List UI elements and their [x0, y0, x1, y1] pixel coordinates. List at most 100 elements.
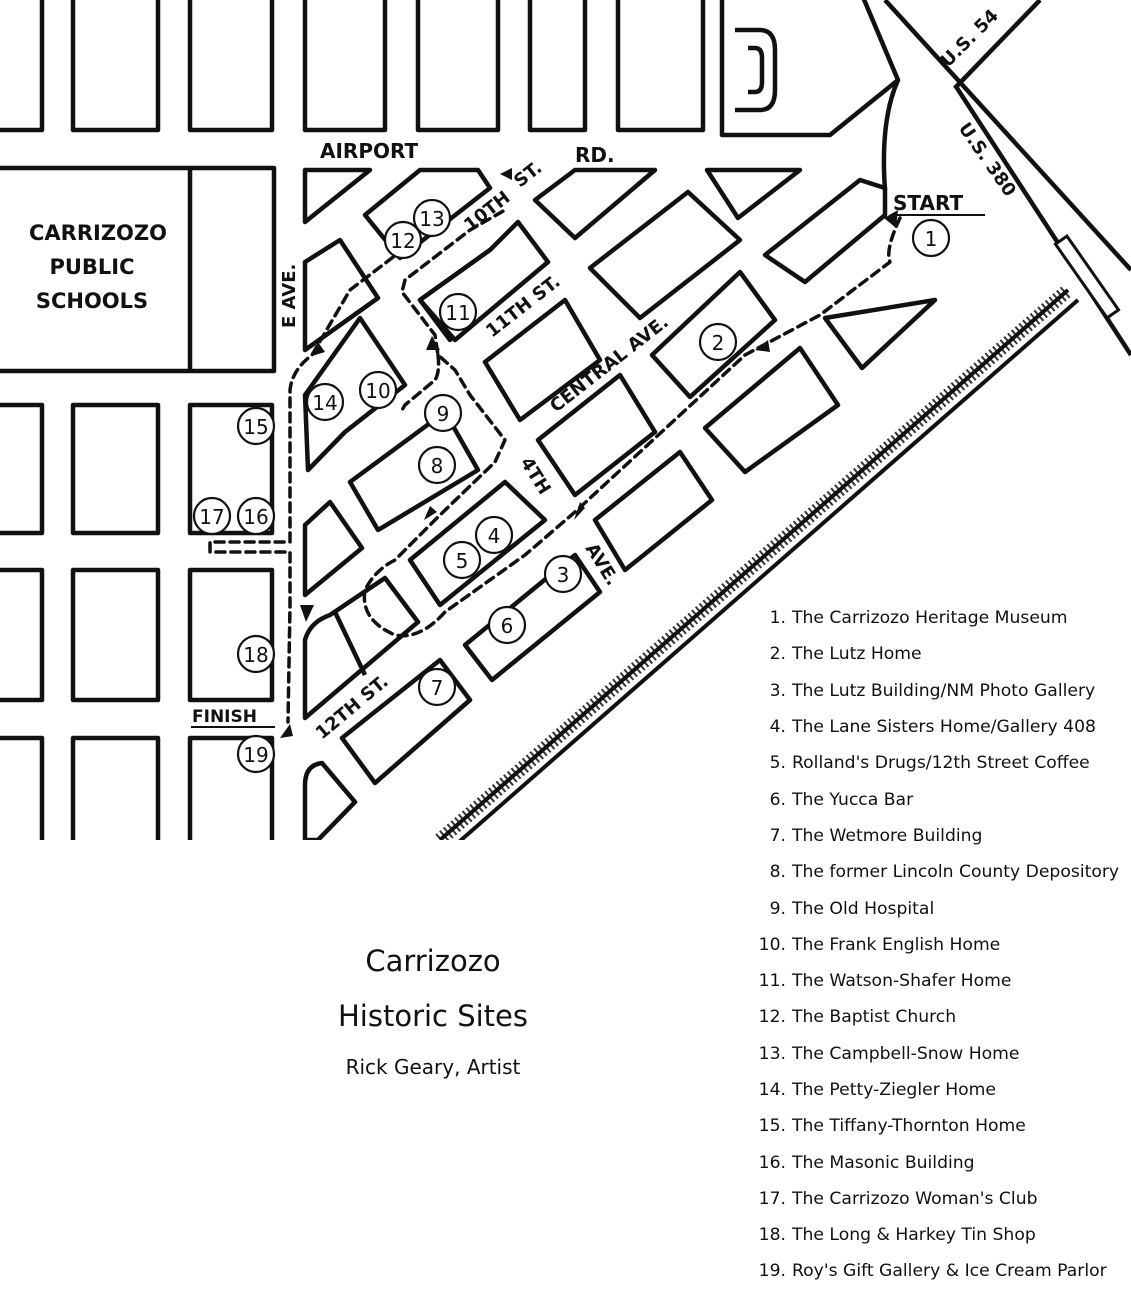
city-block: [0, 735, 45, 840]
legend-number: 4.: [769, 717, 786, 738]
site-marker-number: 3: [557, 563, 570, 587]
legend-item: 6.The Yucca Bar: [752, 781, 1127, 817]
legend-item: 2.The Lutz Home: [752, 636, 1127, 672]
legend-number: 19.: [758, 1261, 786, 1282]
city-block: [482, 297, 603, 423]
legend-item: 13.The Campbell-Snow Home: [752, 1036, 1127, 1072]
school-label: CARRIZOZO PUBLIC SCHOOLS: [29, 221, 167, 313]
highway-us54-edge: [883, 0, 1131, 272]
legend-site-name: The Wetmore Building: [792, 825, 983, 846]
legend-site-name: The Campbell-Snow Home: [792, 1043, 1020, 1064]
city-block: [0, 567, 45, 703]
legend-item: 1.The Carrizozo Heritage Museum: [752, 600, 1127, 636]
legend-site-name: The Watson-Shafer Home: [792, 971, 1012, 992]
highway-us54-edge: [953, 0, 1042, 90]
site-marker: 4: [474, 515, 514, 555]
site-marker-circle: [192, 496, 232, 536]
legend-number: 10.: [758, 934, 786, 955]
highways: [881, 0, 1131, 357]
map-title-line-1: Carrizozo: [365, 944, 501, 978]
legend-number: 2.: [769, 644, 786, 665]
legend-item: 9.The Old Hospital: [752, 890, 1127, 926]
legend-item: 11. The Watson-Shafer Home: [752, 963, 1127, 999]
site-marker-number: 16: [243, 505, 268, 529]
school-label-line: CARRIZOZO: [29, 221, 167, 245]
legend-site-name: The Carrizozo Woman's Club: [792, 1188, 1038, 1209]
legend-number: 7.: [769, 825, 786, 846]
legend-item: 15.The Tiffany-Thornton Home: [752, 1108, 1127, 1144]
site-marker-number: 9: [437, 402, 450, 426]
city-block: [527, 0, 588, 133]
legend-item: 12.The Baptist Church: [752, 999, 1127, 1035]
loop-drive: [735, 27, 778, 113]
legend-number: 5.: [769, 753, 786, 774]
route-branch: [400, 353, 441, 412]
site-marker-circle: [236, 634, 276, 674]
school-block: [0, 165, 277, 374]
legend-number: 15.: [758, 1116, 786, 1137]
legend-number: 18.: [758, 1225, 786, 1246]
legend-site-name: The Lutz Building/NM Photo Gallery: [792, 680, 1096, 701]
site-marker-number: 4: [488, 524, 501, 548]
site-marker-circle: [438, 292, 478, 332]
site-marker-number: 14: [312, 391, 337, 415]
legend-number: 16.: [758, 1152, 786, 1173]
highway-ramp: [881, 79, 901, 191]
site-marker-number: 11: [445, 301, 470, 325]
city-block: [302, 0, 388, 133]
legend-number: 8.: [769, 862, 786, 883]
city-block: [592, 449, 715, 573]
legend-item: 16.The Masonic Building: [752, 1144, 1127, 1180]
site-marker: 15: [236, 406, 276, 446]
city-block: [415, 0, 501, 133]
city-block: [302, 499, 365, 598]
highway-label-us54: U.S. 54: [937, 5, 1003, 71]
site-marker-circle: [487, 605, 527, 645]
route-arrow: [426, 336, 440, 350]
school-label-line: SCHOOLS: [36, 289, 148, 313]
legend-item: 4.The Lane Sisters Home/Gallery 408: [752, 709, 1127, 745]
site-marker-circle: [383, 220, 423, 260]
school-label-line: PUBLIC: [49, 255, 134, 279]
city-block: [70, 735, 161, 840]
legend-number: 6.: [769, 789, 786, 810]
site-marker: 17: [192, 496, 232, 536]
map-drawing: AIRPORT RD. 10TH ST. 11TH ST. CENTRAL AV…: [0, 0, 1131, 840]
site-marker-circle: [911, 218, 951, 258]
site-marker: 19: [236, 734, 276, 774]
site-marker: 13: [412, 198, 452, 238]
legend-site-name: Rolland's Drugs/12th Street Coffee: [792, 753, 1090, 774]
site-marker-circle: [423, 393, 463, 433]
route-arrow: [424, 506, 437, 520]
overpass: [1053, 234, 1121, 320]
legend-item: 3.The Lutz Building/NM Photo Gallery: [752, 673, 1127, 709]
route-arrow: [755, 340, 770, 352]
city-block: [0, 402, 45, 536]
street-label-4th: 4TH: [516, 454, 555, 499]
street-label-rd: RD.: [575, 143, 615, 167]
legend-number: 14.: [758, 1080, 786, 1100]
artist-credit: Rick Geary, Artist: [345, 1055, 521, 1079]
legend-site-name: Roy's Gift Gallery & Ice Cream Parlor: [792, 1261, 1107, 1282]
city-block: [535, 372, 658, 498]
site-marker-circle: [543, 554, 583, 594]
site-marker: 18: [236, 634, 276, 674]
site-marker-number: 19: [243, 743, 268, 767]
city-block: [822, 297, 938, 371]
site-marker-number: 7: [431, 676, 444, 700]
site-marker-circle: [236, 734, 276, 774]
site-marker-circle: [474, 515, 514, 555]
legend-item: 14.The Petty-Ziegler Home: [752, 1072, 1127, 1108]
site-marker-circle: [358, 370, 398, 410]
legend-number: 11.: [758, 971, 786, 992]
city-block: [704, 167, 803, 221]
site-marker-number: 10: [365, 379, 390, 403]
site-marker: 2: [698, 322, 738, 362]
site-marker-number: 6: [501, 614, 514, 638]
site-marker: 12: [383, 220, 423, 260]
site-marker: 8: [417, 445, 457, 485]
site-marker-number: 17: [199, 505, 224, 529]
city-block: [302, 760, 358, 840]
city-block: [719, 0, 901, 138]
